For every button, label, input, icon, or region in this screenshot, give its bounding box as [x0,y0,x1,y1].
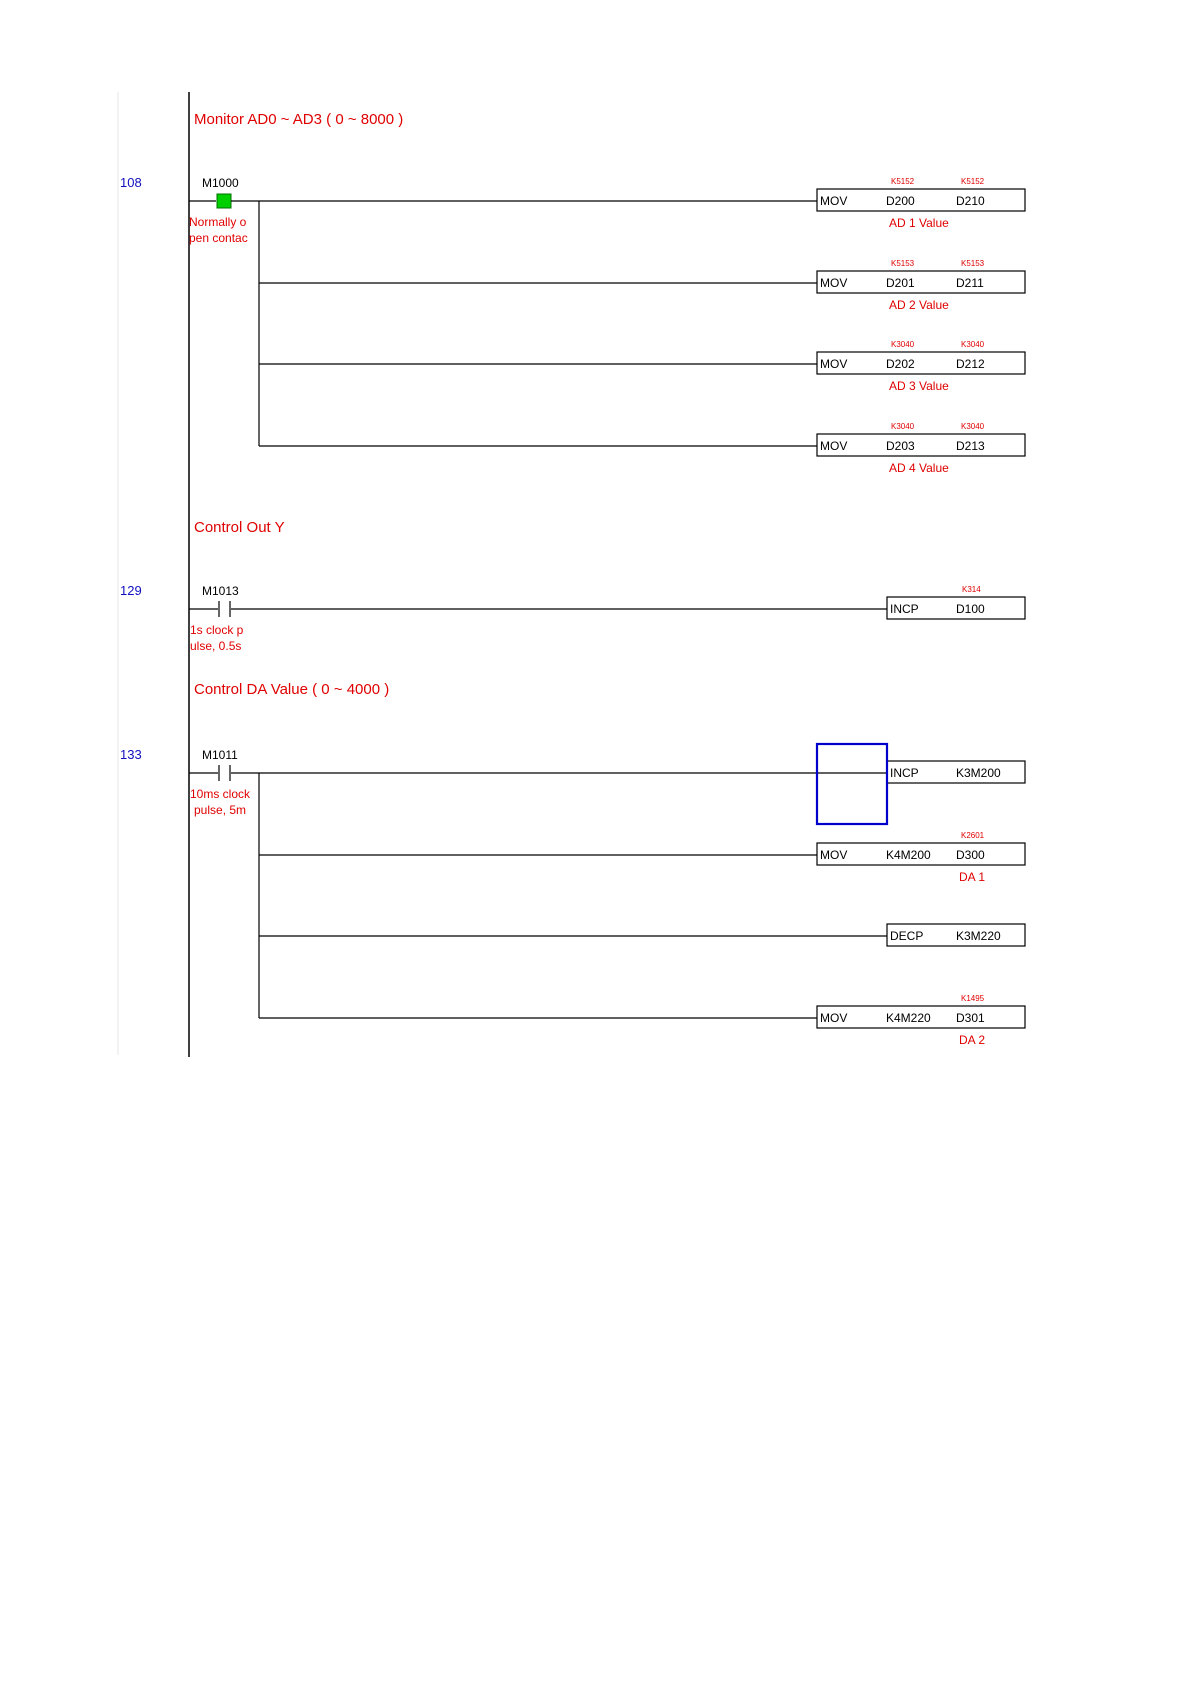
step-number[interactable]: 129 [120,583,142,598]
operand-2: D211 [956,276,984,290]
monitor-value-1: K5153 [891,259,915,268]
network-108: 108 M1000 Normally o pen contac MOV D200… [120,175,1026,475]
instruction-name: INCP [890,766,919,780]
instruction-name: INCP [890,602,919,616]
monitor-value-2: K3040 [961,422,985,431]
operand-1: K3M220 [956,929,1001,943]
operand-2: D213 [956,439,985,453]
contact-note: pen contac [189,231,248,245]
instruction-box[interactable] [816,433,1026,457]
operand-2: D301 [956,1011,985,1025]
operand-2: D210 [956,194,985,208]
contact-label: M1013 [202,584,239,598]
network-133: 133 M1011 10ms clock pulse, 5m INCP K3M2… [120,742,1026,1047]
contact-m1000[interactable] [216,193,232,209]
contact-label: M1011 [202,748,238,762]
comment-monitor-ad: Monitor AD0 ~ AD3 ( 0 ~ 8000 ) [194,111,403,128]
instruction-name: MOV [820,1011,847,1025]
monitor-value-2: K1495 [961,994,985,1003]
instruction-mov-d202[interactable]: MOV D202 D212 K3040 K3040 AD 3 Value [816,340,1026,393]
instruction-name: MOV [820,194,847,208]
comment-control-da: Control DA Value ( 0 ~ 4000 ) [194,681,389,698]
contact-note: ulse, 0.5s [190,639,241,653]
instruction-mov-d203[interactable]: MOV D203 D213 K3040 K3040 AD 4 Value [816,422,1026,475]
instruction-box[interactable] [816,1005,1026,1029]
device-comment: AD 4 Value [889,461,949,475]
instruction-box[interactable] [886,596,1026,620]
operand-1: D201 [886,276,915,290]
monitor-value-2: K2601 [961,831,985,840]
comment-control-out-y: Control Out Y [194,519,285,536]
instruction-incp-k3m200[interactable]: INCP K3M200 [886,760,1026,784]
contact-note: 10ms clock [190,787,251,801]
instruction-mov-k4m220[interactable]: MOV K4M220 D301 K1495 DA 2 [816,994,1026,1047]
monitor-value-2: K5152 [961,177,985,186]
contact-note: Normally o [189,215,247,229]
contact-note: pulse, 5m [194,803,246,817]
operand-1: D100 [956,602,985,616]
device-comment: DA 1 [959,870,985,884]
instruction-mov-d201[interactable]: MOV D201 D211 K5153 K5153 AD 2 Value [816,259,1026,312]
selection-cursor[interactable] [815,742,889,826]
instruction-decp-k3m220[interactable]: DECP K3M220 [886,923,1026,947]
instruction-box[interactable] [816,351,1026,375]
monitor-value-1: K3040 [891,340,915,349]
contact-label: M1000 [202,176,239,190]
monitor-value-2: K5153 [961,259,985,268]
monitor-value-2: K3040 [961,340,985,349]
operand-1: K3M200 [956,766,1001,780]
instruction-box[interactable] [816,842,1026,866]
operand-2: D212 [956,357,985,371]
instruction-box[interactable] [816,270,1026,294]
instruction-name: MOV [820,357,847,371]
contact-note: 1s clock p [190,623,244,637]
device-comment: AD 2 Value [889,298,949,312]
instruction-mov-k4m200[interactable]: MOV K4M200 D300 K2601 DA 1 [816,831,1026,884]
contact-m1013[interactable] [218,601,231,617]
operand-1: D200 [886,194,915,208]
instruction-incp-d100[interactable]: INCP D100 K314 [886,585,1026,620]
operand-1: K4M220 [886,1011,931,1025]
device-comment: AD 3 Value [889,379,949,393]
operand-2: D300 [956,848,985,862]
network-129: 129 M1013 1s clock p ulse, 0.5s INCP D10… [120,583,1026,653]
operand-1: K4M200 [886,848,931,862]
instruction-name: DECP [890,929,923,943]
contact-m1011[interactable] [218,765,231,781]
operand-1: D203 [886,439,915,453]
monitor-value-1: K314 [962,585,981,594]
instruction-box[interactable] [886,923,1026,947]
device-comment: AD 1 Value [889,216,949,230]
operand-1: D202 [886,357,915,371]
instruction-box[interactable] [816,188,1026,212]
step-number[interactable]: 108 [120,175,142,190]
monitor-value-1: K5152 [891,177,915,186]
instruction-mov-d200[interactable]: MOV D200 D210 K5152 K5152 AD 1 Value [816,177,1026,230]
monitor-value-1: K3040 [891,422,915,431]
instruction-name: MOV [820,276,847,290]
instruction-name: MOV [820,439,847,453]
device-comment: DA 2 [959,1033,985,1047]
instruction-name: MOV [820,848,847,862]
step-number[interactable]: 133 [120,747,142,762]
